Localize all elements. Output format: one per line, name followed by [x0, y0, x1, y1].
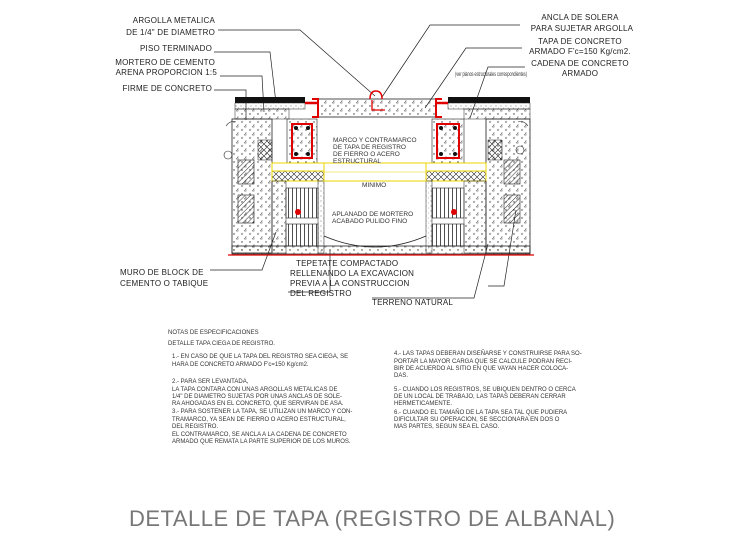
labels-right: ANCLA DE SOLERA PARA SUJETAR ARGOLLA TAP… — [529, 13, 634, 78]
label-aplanado-2: ACABADO PULIDO FINO — [332, 218, 407, 225]
note-line: 4.- LAS TAPAS DEBERAN DISEÑARSE Y CONSTR… — [394, 350, 582, 357]
note-line: RA AHOGADAS EN EL CONCRETO, QUE SERVIRAN… — [172, 401, 344, 407]
label-muro-1: MURO DE BLOCK DE — [120, 268, 204, 277]
label-marco-1: MARCO Y CONTRAMARCO — [333, 137, 417, 144]
note-line: DAS. — [394, 373, 408, 379]
note-line: 1.- EN CASO DE QUE LA TAPA DEL REGISTRO … — [172, 354, 348, 360]
label-ver-planos: (ver planos estructurales correspondient… — [455, 71, 527, 78]
labels-bottom: MURO DE BLOCK DE CEMENTO O TABIQUE TEPET… — [120, 259, 453, 307]
label-tepetate-1: TEPETATE COMPACTADO — [296, 259, 398, 268]
argolla — [369, 90, 383, 100]
label-ancla-argolla: PARA SUJETAR ARGOLLA — [531, 24, 634, 33]
label-marco-4: ESTRUCTURAL — [333, 158, 381, 165]
note-line: DIFICULTAR SU OPERACION, SE SECCIONARA E… — [394, 417, 560, 423]
notes-left: 1.- EN CASO DE QUE LA TAPA DEL REGISTRO … — [172, 354, 352, 445]
notes-header: NOTAS DE ESPECIFICACIONES — [168, 330, 259, 336]
label-piso-terminado: PISO TERMINADO — [140, 44, 212, 53]
label-aplanado-1: APLANADO DE MORTERO — [332, 211, 413, 218]
label-marco-2: DE TAPA DE REGISTRO — [333, 144, 406, 151]
note-line: MAS PARTES, SEGUN SEA EL CASO. — [394, 424, 500, 430]
label-cadena: CADENA DE CONCRETO — [531, 59, 629, 68]
note-line: 3.- PARA SOSTENER LA TAPA, SE UTILIZAN U… — [172, 409, 352, 415]
label-argolla-diametro: DE 1/4" DE DIAMETRO — [126, 28, 215, 37]
bottom-slab — [228, 235, 534, 256]
note-line: HARA DE CONCRETO ARMADO F'c=150 Kg/cm2. — [172, 362, 309, 368]
label-tepetate-2: RELLENANDO LA EXCAVACION — [290, 269, 414, 278]
label-argolla: ARGOLLA METALICA — [133, 16, 216, 25]
note-line: PORTAR LA MAYOR CARGA QUE SE CALCULE POD… — [394, 359, 572, 365]
page-title: DETALLE DE TAPA (REGISTRO DE ALBANAL) — [129, 506, 615, 531]
firme-right — [463, 108, 531, 120]
tapa-concreto — [305, 90, 448, 118]
notes-subheader: DETALLE TAPA CIEGA DE REGISTRO. — [168, 341, 275, 347]
mortero-left — [234, 102, 306, 110]
label-terreno: TERRENO NATURAL — [372, 298, 453, 307]
label-minimo: MINIMO — [362, 182, 386, 189]
label-arena: ARENA PROPORCION 1:5 — [116, 68, 218, 77]
muro-derecho — [425, 118, 531, 254]
note-line: HERMETICAMENTE. — [394, 401, 452, 407]
label-tepetate-4: DEL REGISTRO — [290, 289, 352, 298]
note-line: BIR DE ACUERDO AL SITIO EN QUE VAYAN HAC… — [394, 366, 568, 372]
note-line: LA TAPA CONTARA CON UNAS ARGOLLAS METALI… — [172, 387, 338, 393]
label-firme: FIRME DE CONCRETO — [123, 84, 212, 93]
label-ancla: ANCLA DE SOLERA — [541, 13, 619, 22]
muro-izquierdo — [231, 118, 325, 254]
note-line: 5.- CUANDO LOS REGISTROS, SE UBIQUEN DEN… — [394, 387, 576, 393]
mortero-right — [447, 102, 531, 110]
note-line: 1/4" DE DIAMETRO SUJETAS POR UNAS ANCLAS… — [172, 394, 342, 400]
note-line: DEL REGISTRO. — [172, 424, 218, 430]
label-tapa-concreto: TAPA DE CONCRETO — [538, 37, 622, 46]
notes-right: 4.- LAS TAPAS DEBERAN DISEÑARSE Y CONSTR… — [394, 350, 582, 430]
note-line: TRAMARCO, YA SEAN DE FIERRO O ACERO ESTR… — [172, 417, 346, 423]
label-mortero: MORTERO DE CEMENTO — [115, 58, 215, 67]
note-line: DE UN LOCAL DE TRABAJO, LAS TAPAS DEBERA… — [394, 394, 566, 400]
firme-left — [234, 108, 290, 120]
note-line: ARMADO QUE REMATA LA PARTE SUPERIOR DE L… — [172, 439, 351, 445]
labels-center: MARCO Y CONTRAMARCO DE TAPA DE REGISTRO … — [332, 137, 417, 225]
note-line: EL CONTRAMARCO, SE ANCLA A LA CADENA DE … — [172, 432, 347, 438]
note-line: 6.- CUANDO EL TAMAÑO DE LA TAPA SEA TAL … — [394, 409, 567, 416]
notes: NOTAS DE ESPECIFICACIONES DETALLE TAPA C… — [168, 330, 582, 445]
label-tepetate-3: PREVIA A LA CONSTRUCCION — [290, 279, 410, 288]
label-muro-2: CEMENTO O TABIQUE — [120, 279, 208, 288]
label-tapa-fc: ARMADO F'c=150 Kg/cm2. — [529, 47, 631, 56]
piso-terminado-right — [448, 97, 530, 103]
leader-lines — [210, 24, 525, 299]
piso-terminado-left — [235, 97, 305, 103]
labels-left: ARGOLLA METALICA DE 1/4" DE DIAMETRO PIS… — [115, 16, 217, 93]
note-line: 2.- PARA SER LEVANTADA, — [172, 379, 249, 385]
label-cadena-armado: ARMADO — [562, 69, 598, 78]
label-marco-3: DE FIERRO O ACERO — [333, 151, 400, 158]
ground-surface — [234, 97, 531, 120]
